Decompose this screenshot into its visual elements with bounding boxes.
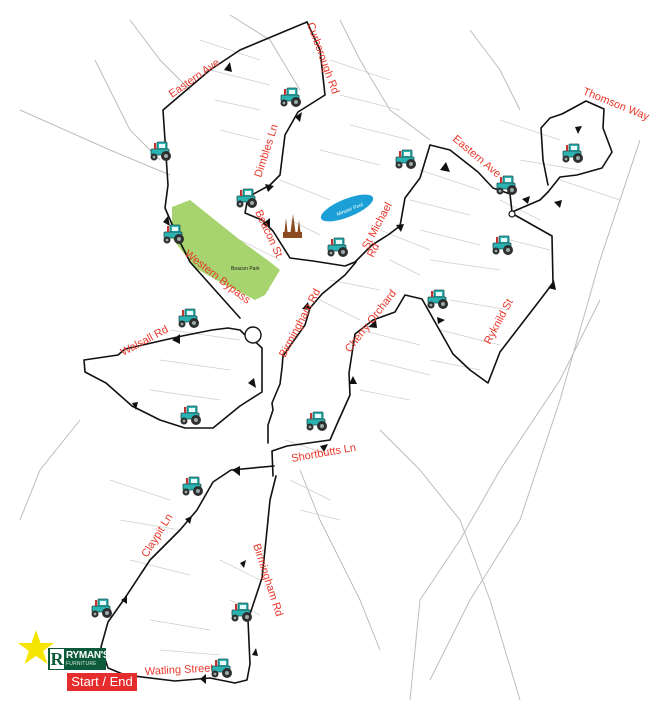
tractor-icon	[496, 175, 517, 195]
street-label-watling: Watling Street	[145, 662, 214, 678]
tractor-icon	[395, 149, 416, 169]
street-label-beacon: Beacon St	[252, 208, 284, 259]
tractor-icon	[236, 188, 257, 208]
tractor-markers	[91, 87, 583, 678]
logo-mark: R	[50, 649, 64, 669]
tractor-icon	[231, 602, 252, 622]
tractor-icon	[150, 141, 171, 161]
tractor-icon	[427, 289, 448, 309]
street-label-st-michael-2: Rd	[365, 241, 382, 259]
tractor-icon	[182, 476, 203, 496]
tractor-icon	[280, 87, 301, 107]
tractor-icon	[163, 224, 184, 244]
tractor-icon	[178, 308, 199, 328]
park-area	[172, 200, 280, 300]
tractor-icon	[327, 237, 348, 257]
pool-area	[320, 194, 374, 222]
street-label-eastern-nw: Eastern Ave	[167, 57, 222, 101]
tractor-icon	[562, 143, 583, 163]
tractor-icon	[492, 235, 513, 255]
street-label-cherry: Cherry Orchard	[343, 288, 399, 355]
cathedral-icon	[283, 214, 302, 238]
rymans-logo: R RYMAN'S FURNITURE	[48, 648, 110, 670]
park-label: Beacon Park	[231, 266, 260, 272]
street-label-birmingham-n: Birmingham Rd	[277, 287, 323, 360]
tractor-icon	[91, 598, 112, 618]
logo-name: RYMAN'S	[66, 650, 110, 661]
star-icon	[18, 630, 54, 664]
direction-arrows	[121, 62, 582, 684]
street-label-curborough: Curborough Rd	[304, 21, 341, 96]
street-label-birmingham-s: Birmingham Rd	[250, 542, 285, 618]
street-label-thomson: Thomson Way	[581, 86, 651, 124]
tractor-icon	[211, 658, 232, 678]
start-end-label: Start / End	[67, 673, 137, 691]
street-label-dimbles: Dimbles Ln	[252, 123, 280, 179]
tractor-icon	[180, 405, 201, 425]
logo-subtitle: FURNITURE	[66, 661, 97, 667]
tractor-icon	[306, 411, 327, 431]
road-network	[19, 14, 641, 701]
